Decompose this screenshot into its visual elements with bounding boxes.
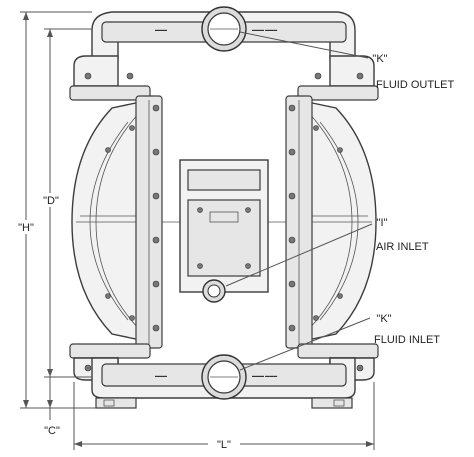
callout-fluid-inlet: "K" FLUID INLET bbox=[239, 313, 440, 371]
air-inlet-bore bbox=[207, 284, 221, 298]
dim-h-arrow-top bbox=[23, 12, 29, 20]
outlet-manifold-mark-left: ▬▬▬ bbox=[155, 27, 167, 32]
dimension-lines: "H" "D" "C" "L" bbox=[10, 11, 375, 451]
left-upper-elbow bbox=[73, 55, 119, 87]
right-flange-bolts bbox=[288, 104, 343, 332]
callout-fluid-outlet-text: FLUID OUTLET bbox=[376, 79, 455, 91]
dim-h-arrow-bottom bbox=[23, 400, 29, 408]
dim-l-arrow-left bbox=[74, 441, 82, 447]
left-foot bbox=[95, 397, 137, 409]
right-chamber bbox=[297, 99, 377, 343]
dim-l-label: "L" bbox=[217, 439, 231, 451]
right-lower-clamp bbox=[297, 343, 379, 359]
bolt bbox=[245, 263, 251, 269]
callout-fluid-inlet-leader bbox=[239, 317, 371, 371]
dim-d-label: "D" bbox=[43, 195, 59, 207]
bolt bbox=[197, 263, 203, 269]
right-upper-clamp bbox=[297, 85, 379, 101]
left-chamber bbox=[71, 99, 151, 343]
center-top-block bbox=[187, 169, 261, 191]
dim-h-label-bg bbox=[10, 220, 42, 234]
callout-fluid-outlet: "K" FLUID OUTLET bbox=[239, 31, 455, 91]
inlet-manifold-mark-left: ▬▬▬ bbox=[155, 373, 167, 378]
dim-c-arrow bbox=[47, 400, 53, 408]
callout-air-inlet: "I" AIR INLET bbox=[225, 217, 429, 287]
callout-fluid-outlet-code: "K" bbox=[372, 53, 387, 65]
dim-d-label-bg bbox=[36, 193, 66, 207]
right-upper-elbow bbox=[329, 55, 375, 87]
inlet-manifold-mark-right: ▬▬▬ ▬▬▬ bbox=[252, 373, 277, 378]
callout-air-inlet-text: AIR INLET bbox=[376, 241, 429, 253]
callout-air-inlet-leader bbox=[225, 223, 373, 287]
callout-fluid-inlet-code: "K" bbox=[376, 313, 391, 325]
right-foot-slot bbox=[333, 399, 345, 407]
right-foot bbox=[311, 397, 353, 409]
bolt bbox=[245, 207, 251, 213]
bolt bbox=[197, 207, 203, 213]
left-flange-bolts bbox=[105, 104, 160, 332]
dim-d-arrow-bottom bbox=[47, 369, 53, 377]
bolt bbox=[84, 364, 92, 372]
bolt bbox=[84, 72, 92, 80]
left-lower-clamp bbox=[69, 343, 151, 359]
bolt bbox=[126, 72, 134, 80]
valve-plate bbox=[209, 211, 239, 223]
callout-air-inlet-code: "I" bbox=[377, 217, 388, 229]
callout-fluid-inlet-text: FLUID INLET bbox=[374, 334, 440, 346]
left-upper-clamp bbox=[69, 85, 151, 101]
bolt bbox=[314, 72, 322, 80]
dim-l-arrow-right bbox=[366, 441, 374, 447]
pump-body: ▬▬▬ ▬▬▬ ▬▬▬ bbox=[69, 6, 379, 409]
callout-fluid-outlet-leader bbox=[239, 31, 369, 59]
dim-d-arrow-top bbox=[47, 29, 53, 37]
bolt bbox=[356, 72, 364, 80]
dim-h-label: "H" bbox=[18, 222, 34, 234]
dim-l-label-bg bbox=[208, 437, 240, 451]
left-foot-slot bbox=[103, 399, 115, 407]
bolt bbox=[356, 364, 364, 372]
dim-c-label: "C" bbox=[44, 425, 60, 437]
outlet-manifold-mark-right: ▬▬▬ ▬▬▬ bbox=[252, 27, 277, 32]
